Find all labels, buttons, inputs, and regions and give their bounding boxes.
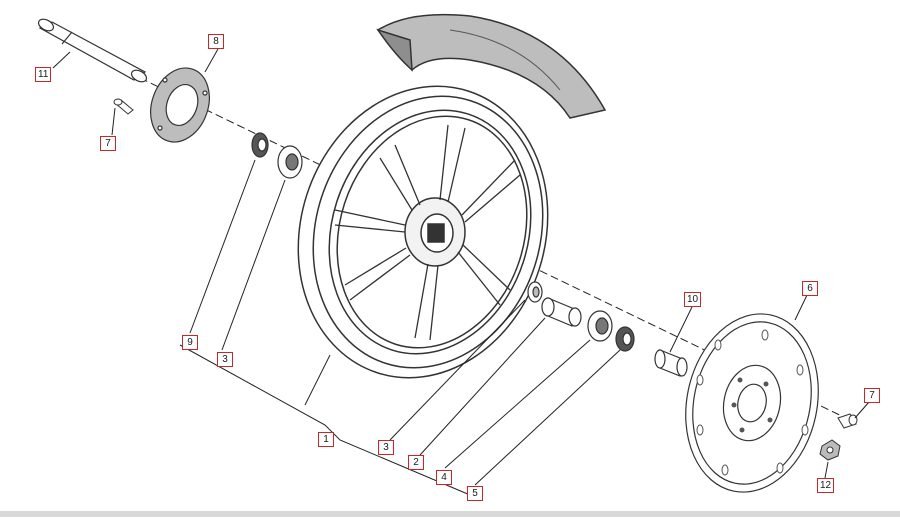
bolt-left-part <box>113 98 134 115</box>
leader-lines <box>52 48 870 496</box>
mudguard-part <box>376 13 607 119</box>
left-bearing-part <box>277 145 303 179</box>
callout-1[interactable]: 1 <box>318 432 334 447</box>
callout-2[interactable]: 2 <box>408 455 424 470</box>
callout-9[interactable]: 9 <box>182 335 198 350</box>
wheel-part <box>297 85 549 379</box>
callout-3-right[interactable]: 3 <box>378 440 394 455</box>
callout-7-right[interactable]: 7 <box>864 388 880 403</box>
axle-part <box>37 18 148 83</box>
callout-10[interactable]: 10 <box>684 292 702 307</box>
right-seal-part <box>527 281 543 303</box>
nut-part <box>819 439 841 461</box>
callout-11[interactable]: 11 <box>35 67 52 82</box>
bottom-scroll-bar <box>0 511 900 517</box>
callout-7-left[interactable]: 7 <box>100 136 116 151</box>
callout-4[interactable]: 4 <box>436 470 452 485</box>
right-seal-outer-part <box>615 326 635 352</box>
spacer-part <box>541 297 582 327</box>
left-seal-part <box>251 132 269 158</box>
callout-8[interactable]: 8 <box>208 34 224 49</box>
callout-3-left[interactable]: 3 <box>217 352 233 367</box>
right-bearing-part <box>587 310 613 342</box>
brake-disc-part <box>685 313 819 493</box>
collar-part <box>654 349 688 377</box>
callout-12[interactable]: 12 <box>817 478 835 493</box>
callout-5[interactable]: 5 <box>467 486 483 501</box>
bolt-right-part <box>837 413 858 429</box>
plate-part <box>150 67 210 143</box>
callout-6[interactable]: 6 <box>802 281 818 296</box>
